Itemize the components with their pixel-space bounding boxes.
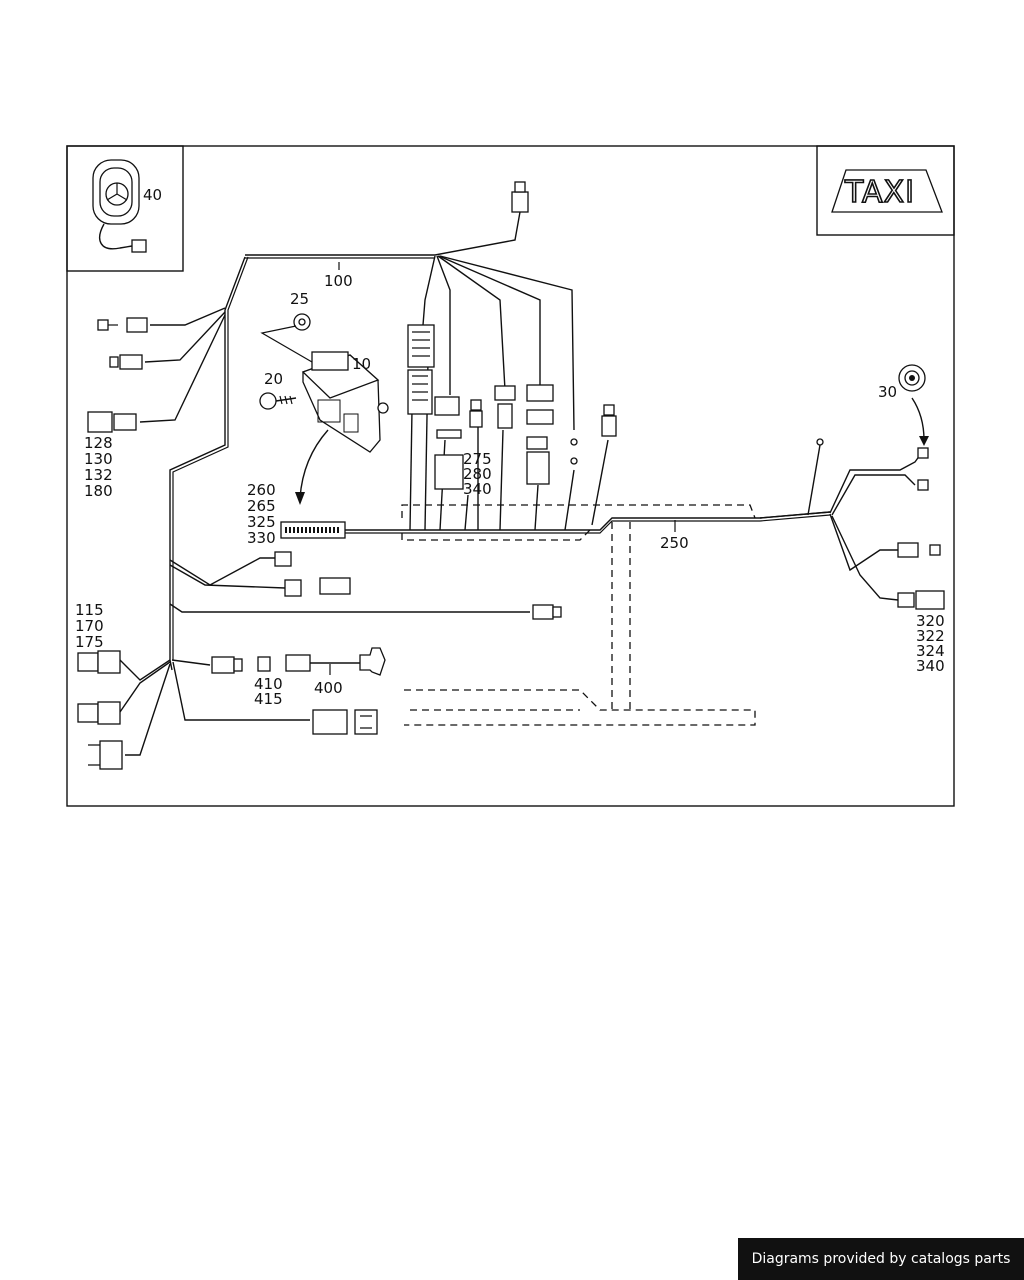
label-340: 340 xyxy=(463,480,492,498)
label-115: 115 xyxy=(75,601,104,619)
inset-steering-wheel-emblem: 40 xyxy=(66,145,184,272)
label-340b: 340 xyxy=(916,657,945,675)
label-324: 324 xyxy=(916,642,945,660)
label-265: 265 xyxy=(247,497,276,515)
label-40: 40 xyxy=(143,186,162,204)
label-128: 128 xyxy=(84,434,113,452)
inset-taxi-sign: TAXI xyxy=(816,145,955,236)
label-170: 170 xyxy=(75,617,104,635)
label-250: 250 xyxy=(660,534,689,552)
footer-credit: Diagrams provided by catalogs parts xyxy=(738,1238,1024,1280)
label-330: 330 xyxy=(247,529,276,547)
label-175: 175 xyxy=(75,633,104,651)
label-100: 100 xyxy=(324,272,353,290)
label-260: 260 xyxy=(247,481,276,499)
harness-main-horizontal: 260 265 325 330 250 xyxy=(247,359,831,726)
label-400: 400 xyxy=(314,679,343,697)
label-320: 320 xyxy=(916,612,945,630)
label-25: 25 xyxy=(290,290,309,308)
label-322: 322 xyxy=(916,627,945,645)
label-275: 275 xyxy=(463,450,492,468)
label-132: 132 xyxy=(84,466,113,484)
label-30: 30 xyxy=(878,383,897,401)
label-415: 415 xyxy=(254,690,283,708)
label-325: 325 xyxy=(247,513,276,531)
label-280: 280 xyxy=(463,465,492,483)
connector-cluster-center: 275 280 340 xyxy=(407,324,617,498)
diagram-frame xyxy=(66,145,955,807)
taxi-label: TAXI xyxy=(844,175,915,210)
label-10: 10 xyxy=(352,355,371,373)
label-410: 410 xyxy=(254,675,283,693)
label-20: 20 xyxy=(264,370,283,388)
control-unit-10: 10 25 20 xyxy=(259,290,389,505)
harness-lower-left: 115 170 175 410 415 400 xyxy=(75,551,562,770)
label-130: 130 xyxy=(84,450,113,468)
label-180: 180 xyxy=(84,482,113,500)
harness-left-trunk: 128 130 132 180 xyxy=(84,256,249,671)
harness-right: 320 322 324 340 30 xyxy=(759,364,945,675)
harness-top: 100 xyxy=(245,181,575,431)
